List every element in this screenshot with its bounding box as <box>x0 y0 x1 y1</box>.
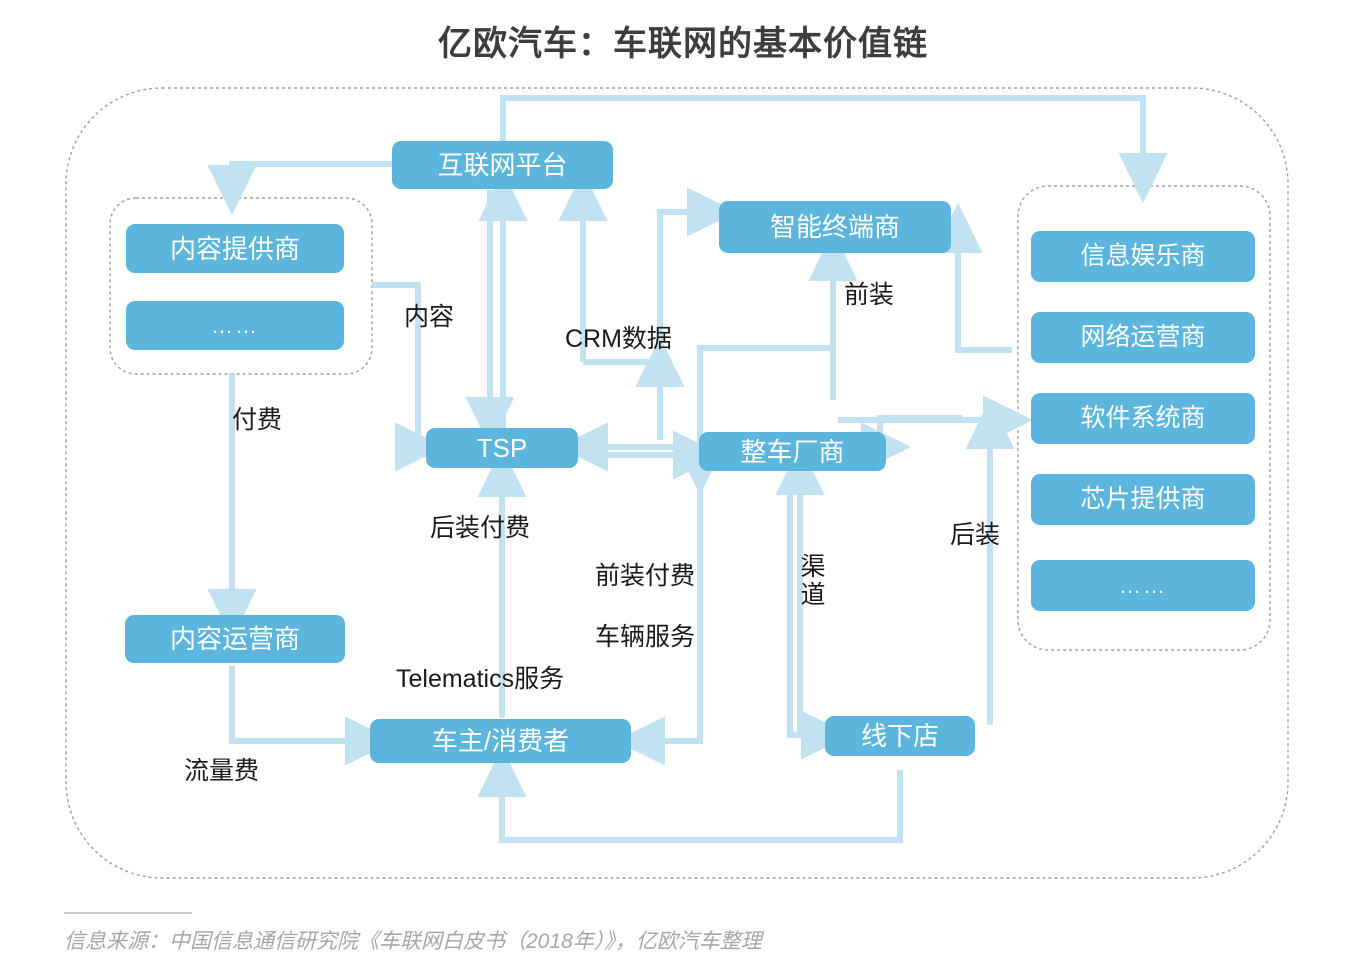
node-car-owner[interactable]: 车主/消费者 <box>370 719 631 763</box>
edge-label-pay: 付费 <box>232 406 283 434</box>
page-title: 亿欧汽车：车联网的基本价值链 <box>438 25 928 63</box>
node-oem[interactable]: 整车厂商 <box>699 432 886 471</box>
group-item-supplier-more[interactable]: …… <box>1031 560 1255 611</box>
node-tsp[interactable]: TSP <box>426 428 578 468</box>
edge-label-post-install-pay: 后装付费 <box>430 514 531 542</box>
edge-label-vehicle-service: 车辆服务 <box>595 623 696 651</box>
edge-label-pre-install: 前装 <box>844 281 895 309</box>
group-item-content-more[interactable]: …… <box>126 301 344 350</box>
edge-label-channel: 渠道 <box>800 553 826 609</box>
group-item-infotainment[interactable]: 信息娱乐商 <box>1031 231 1255 282</box>
node-internet-platform[interactable]: 互联网平台 <box>392 141 613 189</box>
node-smart-terminal[interactable]: 智能终端商 <box>719 201 951 253</box>
edge-label-post-install: 后装 <box>950 521 1001 549</box>
node-offline-store[interactable]: 线下店 <box>825 716 975 756</box>
edge-label-pre-install-pay: 前装付费 <box>595 562 696 590</box>
group-item-network-operator[interactable]: 网络运营商 <box>1031 312 1255 363</box>
group-item-content-provider[interactable]: 内容提供商 <box>126 224 344 273</box>
outer-container <box>65 87 1289 879</box>
edge-label-content: 内容 <box>404 303 455 331</box>
edge-label-crm-data: CRM数据 <box>565 325 672 353</box>
group-item-software-system[interactable]: 软件系统商 <box>1031 393 1255 444</box>
edge-label-data-fee: 流量费 <box>184 757 260 785</box>
source-note: 信息来源：中国信息通信研究院《车联网白皮书（2018年）》，亿欧汽车整理 <box>64 930 762 953</box>
node-content-operator[interactable]: 内容运营商 <box>125 615 345 663</box>
edge-label-telematics-service: Telematics服务 <box>396 665 565 693</box>
footer-divider <box>64 912 192 914</box>
edges <box>207 95 1168 843</box>
group-item-chip-provider[interactable]: 芯片提供商 <box>1031 474 1255 525</box>
